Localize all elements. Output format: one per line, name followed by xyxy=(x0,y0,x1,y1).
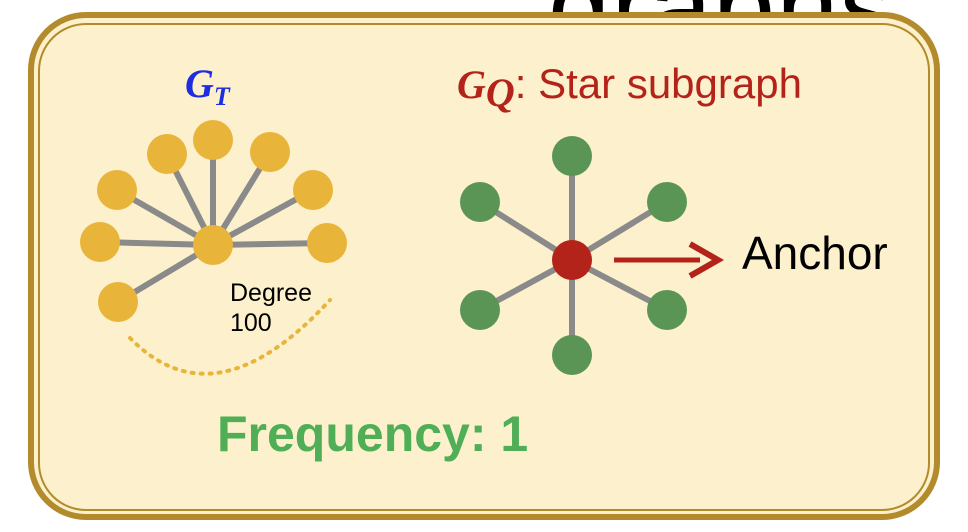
anchor-label: Anchor xyxy=(742,227,888,279)
frequency-label: Frequency: 1 xyxy=(217,406,529,462)
gt-node xyxy=(293,170,333,210)
anchor-arrow xyxy=(614,241,725,279)
gt-node xyxy=(250,132,290,172)
gt-omitted-edges-arc xyxy=(128,298,332,376)
gq-leaf-node xyxy=(647,182,687,222)
gt-hub-node xyxy=(193,225,233,265)
gt-node xyxy=(97,170,137,210)
gq-subscript: Q xyxy=(485,70,515,115)
gq-title: GQ: Star subgraph xyxy=(457,60,802,116)
anchor-arrow-head xyxy=(688,241,725,279)
degree-value: 100 xyxy=(230,309,272,337)
gq-leaf-node xyxy=(552,136,592,176)
gq-graph xyxy=(460,136,687,375)
gt-graph xyxy=(80,120,347,376)
gq-leaf-node xyxy=(552,335,592,375)
gt-symbol: G xyxy=(185,61,214,106)
degree-annotation: Degree 100 xyxy=(230,278,312,338)
gt-node xyxy=(98,282,138,322)
gq-symbol: G xyxy=(457,62,486,107)
gq-leaf-node xyxy=(460,290,500,330)
gt-node xyxy=(147,134,187,174)
gt-title: GT xyxy=(185,60,230,112)
gt-node xyxy=(307,223,347,263)
gq-leaf-node xyxy=(460,182,500,222)
gq-label: : Star subgraph xyxy=(514,60,802,107)
degree-label: Degree xyxy=(230,279,312,307)
gq-leaf-node xyxy=(647,290,687,330)
gq-anchor-node xyxy=(552,240,592,280)
gt-node xyxy=(80,222,120,262)
gt-subscript: T xyxy=(213,82,230,111)
gt-node xyxy=(193,120,233,160)
